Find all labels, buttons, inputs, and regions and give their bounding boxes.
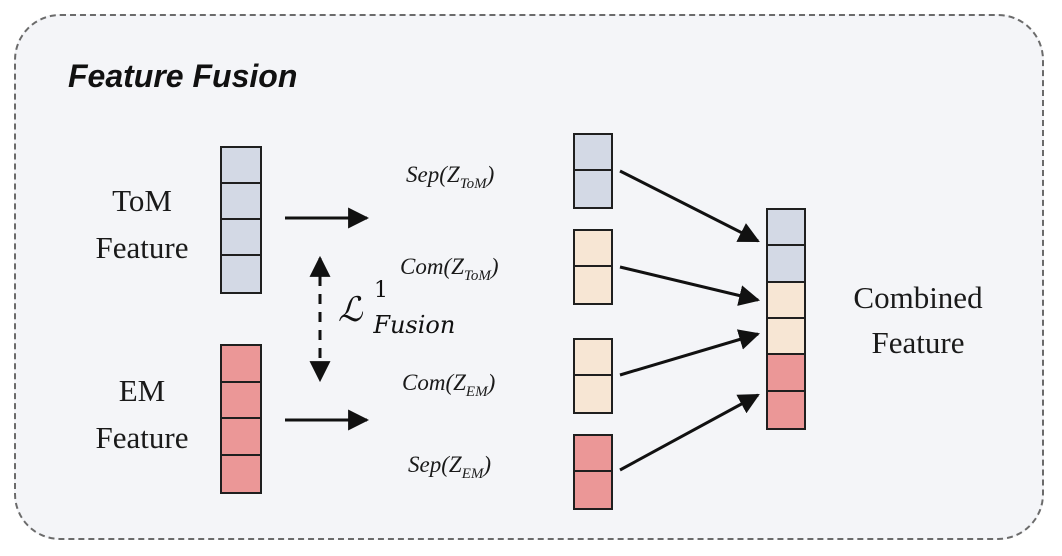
- com-tom-sub: ToM: [463, 268, 491, 284]
- com-em-sub: EM: [465, 384, 488, 400]
- vector-cell: [575, 231, 611, 267]
- vector-cell: [222, 256, 260, 292]
- combined-label-line2: Feature: [871, 324, 965, 360]
- com-em-label: Com(ZEM): [402, 370, 496, 400]
- sep-tom-vector: [573, 133, 613, 209]
- arrow-sep-tom-to-combined: [619, 169, 760, 243]
- tom-feature-label: ToM Feature: [82, 178, 202, 271]
- em-feature-label: EM Feature: [82, 368, 202, 461]
- combined-label-line1: Combined: [853, 280, 983, 315]
- sep-tom-var: Z: [446, 162, 460, 187]
- vector-cell: [222, 220, 260, 256]
- sep-em-fn: Sep: [408, 452, 442, 477]
- sep-em-var: Z: [448, 452, 462, 477]
- sep-tom-fn: Sep: [406, 162, 440, 187]
- vector-cell: [768, 246, 804, 283]
- vector-cell: [222, 184, 260, 220]
- vector-cell: [222, 346, 260, 383]
- vector-cell: [768, 210, 804, 247]
- sep-em-label: Sep(ZEM): [408, 452, 492, 482]
- vector-cell: [768, 282, 804, 319]
- tom-label-line2: Feature: [95, 229, 189, 265]
- vector-cell: [575, 340, 611, 376]
- com-tom-vector: [573, 229, 613, 305]
- loss-symbol: ℒ: [338, 290, 363, 330]
- diagram-title: Feature Fusion: [68, 58, 298, 94]
- vector-cell: [575, 135, 611, 171]
- vector-cell: [575, 171, 611, 207]
- com-tom-label: Com(ZToM): [400, 254, 499, 284]
- com-tom-var: Z: [451, 254, 464, 279]
- vector-cell: [222, 382, 260, 419]
- vector-cell: [768, 355, 804, 392]
- em-label-line1: EM: [118, 373, 166, 408]
- vector-cell: [222, 148, 260, 184]
- sep-em-sub: EM: [461, 466, 484, 482]
- combined-feature-label: Combined Feature: [828, 276, 1008, 366]
- vector-cell: [768, 318, 804, 356]
- sep-tom-sub: ToM: [459, 176, 487, 192]
- arrow-sep-em-to-combined: [619, 393, 760, 472]
- arrow-com-tom-to-combined: [619, 265, 761, 306]
- vector-cell: [575, 267, 611, 303]
- em-feature-vector: [220, 344, 262, 494]
- com-em-var: Z: [453, 370, 466, 395]
- com-em-fn: Com: [402, 370, 446, 395]
- sep-em-vector: [573, 434, 613, 510]
- vector-cell: [575, 472, 611, 508]
- arrow-com-em-to-combined: [619, 329, 761, 377]
- loss-superscript: 1: [374, 278, 388, 303]
- loss-subscript: Fusion: [373, 311, 456, 339]
- sep-tom-label: Sep(ZToM): [406, 162, 495, 192]
- vector-cell: [575, 376, 611, 412]
- fusion-loss-label: ℒ 1 Fusion: [338, 278, 455, 339]
- com-tom-fn: Com: [400, 254, 444, 279]
- combined-feature-vector: [766, 208, 806, 430]
- com-em-vector: [573, 338, 613, 414]
- dashed-frame: [14, 14, 1044, 540]
- vector-cell: [768, 391, 804, 428]
- tom-feature-vector: [220, 146, 262, 294]
- vector-cell: [222, 419, 260, 456]
- em-label-line2: Feature: [95, 419, 189, 455]
- vector-cell: [575, 436, 611, 472]
- tom-label-line1: ToM: [112, 183, 172, 218]
- vector-cell: [222, 455, 260, 492]
